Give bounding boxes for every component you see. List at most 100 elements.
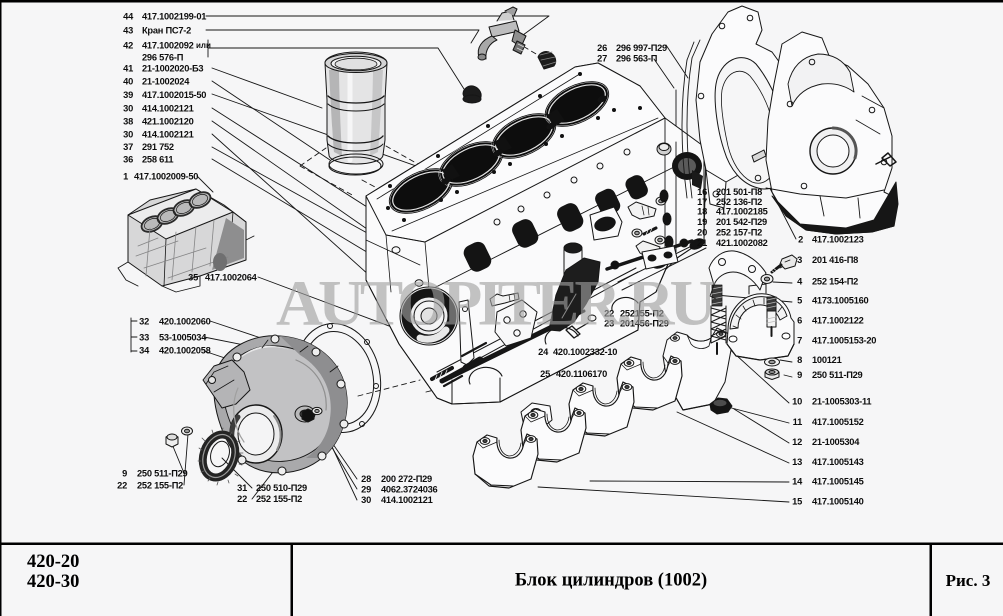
svg-text:22: 22 — [117, 481, 127, 491]
svg-text:21-1005303-11: 21-1005303-11 — [812, 397, 871, 407]
svg-text:43: 43 — [123, 26, 133, 36]
svg-text:12: 12 — [792, 437, 802, 447]
svg-text:36: 36 — [123, 155, 133, 165]
svg-text:250 511-П29: 250 511-П29 — [137, 469, 188, 479]
svg-text:417.1005152: 417.1005152 — [812, 417, 864, 427]
svg-text:31: 31 — [237, 483, 247, 493]
svg-text:22: 22 — [237, 494, 247, 504]
svg-text:11: 11 — [793, 417, 802, 427]
svg-text:53-1005034: 53-1005034 — [159, 333, 207, 343]
svg-text:9: 9 — [797, 370, 802, 380]
svg-text:AUTOPITER.RU: AUTOPITER.RU — [276, 268, 715, 340]
svg-text:417.1005153-20: 417.1005153-20 — [812, 336, 876, 346]
svg-text:28: 28 — [361, 474, 371, 484]
svg-text:201 416-П8: 201 416-П8 — [812, 255, 858, 265]
svg-text:252 157-П2: 252 157-П2 — [716, 228, 762, 238]
svg-text:7: 7 — [797, 336, 802, 346]
svg-text:4173.1005160: 4173.1005160 — [812, 296, 869, 306]
svg-text:250 511-П29: 250 511-П29 — [812, 370, 863, 380]
svg-text:25: 25 — [540, 369, 550, 379]
svg-text:17: 17 — [697, 197, 707, 207]
svg-text:44: 44 — [123, 12, 134, 22]
svg-text:21: 21 — [697, 238, 707, 248]
svg-text:Блок цилиндров (1002): Блок цилиндров (1002) — [515, 571, 707, 591]
svg-text:Рис. 3: Рис. 3 — [946, 571, 991, 590]
svg-text:8: 8 — [797, 355, 802, 365]
svg-text:252 155-П2: 252 155-П2 — [137, 481, 183, 491]
svg-text:18: 18 — [697, 207, 707, 217]
svg-text:38: 38 — [123, 117, 133, 127]
svg-text:296 576-П: 296 576-П — [142, 53, 184, 63]
svg-text:420-20: 420-20 — [27, 552, 79, 572]
svg-text:21-1005304: 21-1005304 — [812, 437, 860, 447]
svg-text:22: 22 — [604, 309, 614, 319]
svg-text:29: 29 — [361, 485, 371, 495]
svg-text:420.1002332-10: 420.1002332-10 — [553, 347, 617, 357]
svg-text:417.1002199-01: 417.1002199-01 — [142, 12, 206, 22]
svg-text:35: 35 — [188, 273, 198, 283]
svg-text:291 752: 291 752 — [142, 142, 174, 152]
svg-text:21-1002024: 21-1002024 — [142, 77, 190, 87]
svg-text:200 272-П29: 200 272-П29 — [381, 474, 432, 484]
svg-text:16: 16 — [697, 187, 707, 197]
svg-text:30: 30 — [361, 495, 371, 505]
svg-text:417.1005143: 417.1005143 — [812, 457, 864, 467]
svg-text:417.1002123: 417.1002123 — [812, 235, 864, 245]
svg-text:27: 27 — [597, 54, 607, 64]
svg-text:296 997-П29: 296 997-П29 — [616, 43, 667, 53]
svg-text:421.1002120: 421.1002120 — [142, 117, 194, 127]
svg-text:250 510-П29: 250 510-П29 — [256, 483, 307, 493]
svg-text:100121: 100121 — [812, 355, 842, 365]
svg-text:417.1002122: 417.1002122 — [812, 316, 864, 326]
svg-text:10: 10 — [792, 397, 802, 407]
svg-text:20: 20 — [697, 228, 707, 238]
svg-text:252 154-П2: 252 154-П2 — [812, 276, 858, 286]
svg-text:201 542-П29: 201 542-П29 — [716, 217, 767, 227]
svg-text:252 136-П2: 252 136-П2 — [716, 197, 762, 207]
svg-text:5: 5 — [797, 296, 802, 306]
svg-text:14: 14 — [792, 477, 803, 487]
svg-text:30: 30 — [123, 104, 133, 114]
svg-text:9: 9 — [122, 469, 127, 479]
svg-text:13: 13 — [792, 457, 802, 467]
svg-text:37: 37 — [123, 142, 133, 152]
svg-text:420.1106170: 420.1106170 — [556, 369, 607, 379]
svg-text:417.1002009-50: 417.1002009-50 — [134, 172, 198, 182]
svg-text:1: 1 — [123, 172, 128, 182]
svg-text:или: или — [196, 41, 211, 50]
svg-text:420-30: 420-30 — [27, 572, 79, 592]
svg-text:6: 6 — [797, 316, 802, 326]
svg-text:414.1002121: 414.1002121 — [142, 104, 194, 114]
svg-text:Кран ПС7-2: Кран ПС7-2 — [142, 26, 191, 36]
svg-text:252 155-П2: 252 155-П2 — [256, 494, 302, 504]
svg-text:420.1002060: 420.1002060 — [159, 317, 211, 327]
svg-text:4: 4 — [797, 276, 803, 286]
svg-text:21-1002020-Б3: 21-1002020-Б3 — [142, 64, 203, 74]
svg-text:30: 30 — [123, 130, 133, 140]
svg-text:42: 42 — [123, 41, 133, 51]
svg-text:296 563-П: 296 563-П — [616, 54, 658, 64]
svg-text:417.1005140: 417.1005140 — [812, 497, 864, 507]
svg-text:417.1002064: 417.1002064 — [205, 273, 258, 283]
svg-text:252155-П2: 252155-П2 — [620, 309, 664, 319]
svg-text:3: 3 — [797, 255, 802, 265]
svg-text:2: 2 — [798, 235, 803, 245]
svg-text:39: 39 — [123, 90, 133, 100]
svg-text:414.1002121: 414.1002121 — [142, 130, 194, 140]
svg-text:41: 41 — [123, 64, 133, 74]
svg-text:15: 15 — [792, 497, 802, 507]
svg-text:201 501-П8: 201 501-П8 — [716, 187, 762, 197]
svg-text:34: 34 — [139, 346, 150, 356]
svg-text:4062.3724036: 4062.3724036 — [381, 485, 438, 495]
svg-text:421.1002082: 421.1002082 — [716, 238, 768, 248]
svg-text:417.1005145: 417.1005145 — [812, 477, 864, 487]
svg-text:420.1002058: 420.1002058 — [159, 346, 211, 356]
svg-text:40: 40 — [123, 77, 133, 87]
svg-text:414.1002121: 414.1002121 — [381, 495, 433, 505]
svg-text:33: 33 — [139, 333, 149, 343]
svg-text:19: 19 — [697, 217, 707, 227]
svg-text:417.1002092: 417.1002092 — [142, 41, 194, 51]
svg-text:417.1002185: 417.1002185 — [716, 207, 768, 217]
svg-text:201456-П29: 201456-П29 — [620, 319, 669, 329]
svg-text:258 611: 258 611 — [142, 155, 173, 165]
